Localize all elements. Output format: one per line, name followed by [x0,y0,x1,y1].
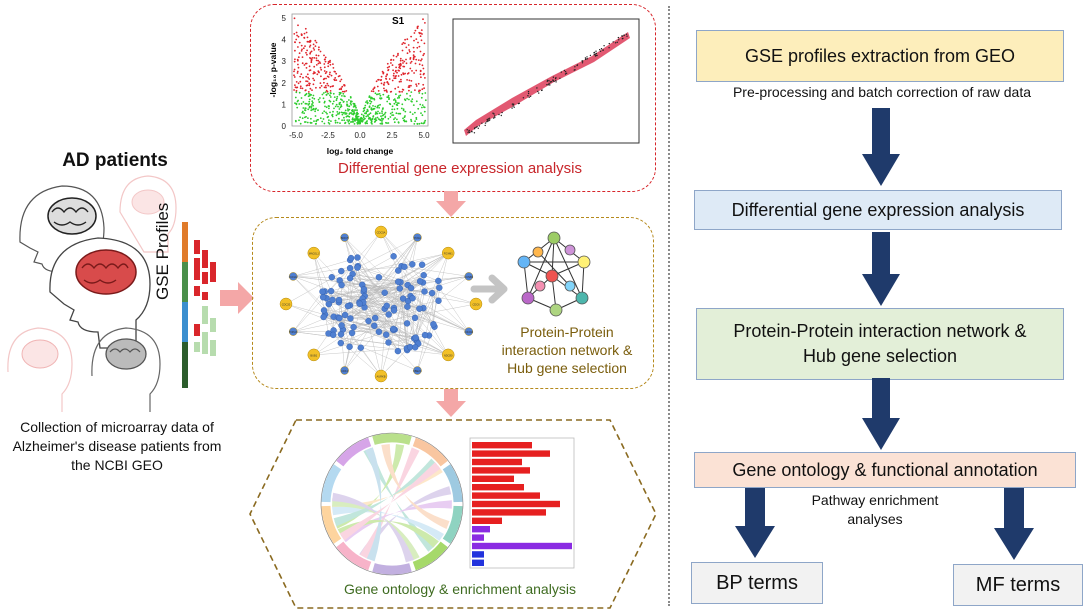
volcano-x-tick: -2.5 [321,131,335,140]
step-gse-extraction: GSE profiles extraction from GEO [696,30,1064,82]
network-node-label: CCNA2 [289,275,298,279]
pink-arrow-down-1 [436,191,466,217]
network-node-label: AURKB [377,375,386,379]
ppi-label: Protein-Protein interaction network & Hu… [501,324,633,376]
enrichment-bar [472,517,502,524]
enrichment-bar [472,484,524,491]
enrichment-bar [472,551,484,558]
step-ppi-line-1: Protein-Protein interaction network & [733,321,1027,341]
network-node-label: UBE2C [413,369,422,373]
mf-terms-box: MF terms [953,564,1083,606]
hub-gene-cluster [517,231,591,317]
step-ppi-network: Protein-Protein interaction network & Hu… [696,308,1064,380]
step-gene-ontology-label: Gene ontology & functional annotation [732,459,1038,480]
network-node-label: KIF20A [464,330,473,334]
pink-arrow-down-2 [436,389,466,417]
network-node-label: CCNB2 [464,275,473,279]
enrichment-bar [472,559,484,566]
network-node-label: MAD2L1 [309,252,320,256]
volcano-plot-label: S1 [392,16,405,27]
network-node-label: PCNA [414,236,421,240]
ad-patients-title: AD patients [62,150,168,171]
bp-terms-box: BP terms [691,562,823,604]
go-label: Gene ontology & enrichment analysis [344,581,576,597]
network-node-label: BUB1 [310,353,317,357]
gray-arrow-right [470,274,508,304]
network-node-label: TOP2A [289,330,298,334]
network-node-label: FOXM1 [444,252,453,256]
pathway-note: Pathway enrichment analyses [811,492,939,527]
collection-caption: Collection of microarray data of Alzheim… [12,419,222,473]
ppi-panel [252,217,654,389]
volcano-y-tick: 2 [282,79,287,88]
network-node-label: BIRC5 [341,236,349,240]
volcano-x-tick: -5.0 [289,131,303,140]
enrichment-bar [472,475,514,482]
navy-arrow-1 [862,108,900,186]
volcano-y-tick: 5 [282,14,287,23]
gse-profiles-label: GSE Profiles [153,202,172,300]
navy-arrow-3 [862,378,900,450]
step-dge-analysis-label: Differential gene expression analysis [731,199,1025,220]
navy-arrow-bp [735,488,775,558]
volcano-x-tick: 5.0 [418,131,430,140]
enrichment-bar [472,526,490,533]
navy-arrow-mf [994,488,1034,560]
network-node-label: CDC6 [472,303,480,307]
enrichment-bar [472,458,522,466]
volcano-y-tick: 0 [282,122,287,131]
navy-arrow-2 [862,232,900,306]
volcano-x-tick: 2.5 [386,131,398,140]
volcano-x-label: log₂ fold change [327,146,394,156]
step-dge-analysis: Differential gene expression analysis [694,190,1062,230]
enrichment-bar [472,450,550,457]
head-silhouette [19,185,105,289]
enrichment-bar [472,500,560,508]
volcano-x-tick: 0.0 [354,131,366,140]
gse-profile-bars [182,222,216,388]
enrichment-bar [472,542,572,550]
bp-terms-label: BP terms [716,571,798,594]
enrichment-bar [472,467,530,474]
chord-diagram [320,432,464,576]
volcano-y-tick: 1 [282,100,287,109]
enrichment-bar-chart [469,437,575,569]
enrichment-bar [472,492,540,499]
enrichment-bar [472,509,546,516]
mf-terms-label: MF terms [975,573,1061,596]
correlation-scatter-plot [452,18,640,144]
step-gene-ontology: Gene ontology & functional annotation [694,452,1076,488]
volcano-plot: S1 0 1 2 3 4 5 -5.0 -2.5 0.0 2.5 5.0 -log₁₀ p-val… [268,13,430,156]
network-node-label: CDC20 [282,303,291,307]
patient-heads-illustration [7,175,177,412]
preprocessing-note: Pre-processing and batch correction of r… [732,84,1032,100]
step-gse-extraction-label: GSE profiles extraction from GEO [744,45,1016,66]
network-node-label: CDC5A [377,231,386,235]
volcano-y-label: -log₁₀ p-value [268,42,278,97]
pink-arrow-right [220,282,254,314]
dge-label: Differential gene expression analysis [337,160,583,177]
network-node-label: CDK1 [341,369,348,373]
volcano-y-tick: 3 [282,57,287,66]
go-hexagon-panel [249,419,657,609]
enrichment-bar [472,534,484,541]
step-ppi-line-2: Hub gene selection [802,346,958,366]
enrichment-bar [472,442,532,449]
volcano-y-tick: 4 [282,36,287,45]
section-divider [668,6,670,606]
network-node-label: NDC80 [444,353,453,357]
